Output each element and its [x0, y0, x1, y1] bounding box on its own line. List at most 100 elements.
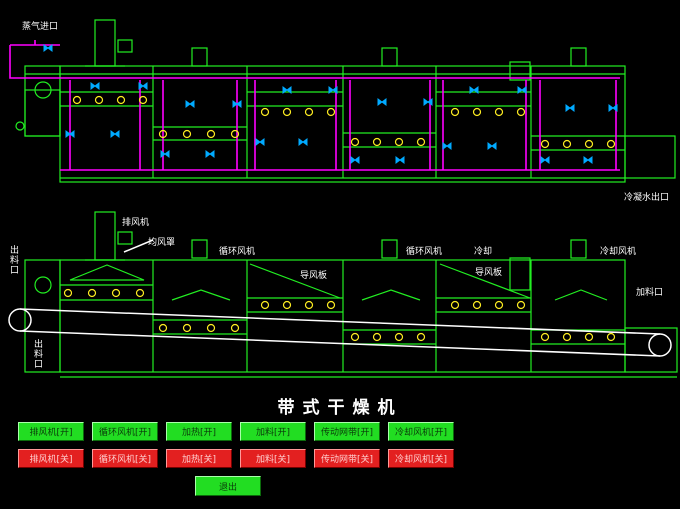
heater-coil-icon	[606, 139, 616, 149]
page-title: 带式干燥机	[277, 398, 403, 418]
heater-coils	[72, 95, 616, 149]
heater-coil-icon	[540, 332, 550, 342]
heater-coil-icon	[472, 107, 482, 117]
exit-button[interactable]: 退出	[195, 476, 261, 496]
heater-coil-icon	[394, 332, 404, 342]
exhaust-fan-off-button[interactable]: 排风机[关]	[18, 449, 84, 468]
air-plate-label-2: 导风板	[475, 268, 503, 278]
heater-coil-icon	[450, 107, 460, 117]
heater-coil-icon	[584, 332, 594, 342]
valve-icon	[487, 142, 497, 150]
circulation-fan-label-2: 循环风机	[406, 247, 443, 257]
valve-icon	[469, 86, 479, 94]
heater-coil-icon	[230, 323, 240, 333]
heater-coil-icon	[282, 107, 292, 117]
heater-coil-icon	[138, 95, 148, 105]
valve-icon	[442, 142, 452, 150]
discharge-label: 出料口	[10, 246, 20, 276]
outlet-label: 出料口	[34, 340, 44, 370]
cooling-label: 冷却	[474, 247, 493, 257]
heater-coil-icon	[94, 95, 104, 105]
valve-icon	[90, 82, 100, 90]
heater-coil-icon	[472, 300, 482, 310]
heater-coil-icon	[282, 300, 292, 310]
heater-coil-icon	[516, 107, 526, 117]
valve-icon	[350, 156, 360, 164]
valve-icon	[583, 156, 593, 164]
heater-coil-icon	[158, 323, 168, 333]
valve-icon	[110, 130, 120, 138]
circulation-fan-off-button[interactable]: 循环风机[关]	[92, 449, 158, 468]
cooling-fan-label: 冷却风机	[600, 247, 637, 257]
valves	[43, 44, 618, 164]
heater-coil-icon	[394, 137, 404, 147]
valve-icon	[565, 104, 575, 112]
valve-icon	[328, 86, 338, 94]
heater-coil-icon	[182, 323, 192, 333]
valve-icon	[138, 82, 148, 90]
heater-coil-icon	[494, 107, 504, 117]
feeding-on-button[interactable]: 加料[开]	[240, 422, 306, 441]
conveyor-belt-off-button[interactable]: 传动网带[关]	[314, 449, 380, 468]
circulation-fan-on-button[interactable]: 循环风机[开]	[92, 422, 158, 441]
valve-icon	[377, 98, 387, 106]
heating-on-button[interactable]: 加热[开]	[166, 422, 232, 441]
heater-coil-icon	[326, 107, 336, 117]
steam-pipes	[9, 40, 620, 171]
heater-coil-icon	[72, 95, 82, 105]
valve-icon	[255, 138, 265, 146]
valve-icon	[282, 86, 292, 94]
heater-coil-icon	[158, 129, 168, 139]
heater-coil-icon	[230, 129, 240, 139]
valve-icon	[423, 98, 433, 106]
heater-coil-icon	[562, 332, 572, 342]
bottom-section-diagram	[24, 211, 678, 378]
valve-icon	[540, 156, 550, 164]
heater-coil-icon	[326, 300, 336, 310]
valve-icon	[205, 150, 215, 158]
heater-coil-icon	[372, 332, 382, 342]
heater-coil-icon	[584, 139, 594, 149]
valve-icon	[232, 100, 242, 108]
air-plate-label-1: 导风板	[300, 271, 328, 281]
valve-icon	[395, 156, 405, 164]
heater-coil-icon	[111, 288, 121, 298]
feed-label: 加料口	[636, 288, 664, 298]
feeding-off-button[interactable]: 加料[关]	[240, 449, 306, 468]
heater-coils-bottom	[63, 288, 616, 342]
air-hood-label: 均风罩	[148, 238, 176, 248]
steam-inlet-label: 蒸气进口	[22, 22, 59, 32]
heater-coil-icon	[304, 107, 314, 117]
cooling-water-outlet-label: 冷凝水出口	[624, 193, 670, 203]
heater-coil-icon	[87, 288, 97, 298]
circulation-fan-label-1: 循环风机	[219, 247, 256, 257]
conveyor-belt	[8, 239, 672, 357]
heater-coil-icon	[260, 300, 270, 310]
heater-coil-icon	[182, 129, 192, 139]
heater-coil-icon	[260, 107, 270, 117]
heater-coil-icon	[63, 288, 73, 298]
top-piping-diagram	[15, 19, 676, 183]
exhaust-fan-on-button[interactable]: 排风机[开]	[18, 422, 84, 441]
heater-coil-icon	[540, 139, 550, 149]
valve-icon	[517, 86, 527, 94]
valve-icon	[160, 150, 170, 158]
valve-icon	[65, 130, 75, 138]
valve-icon	[298, 138, 308, 146]
cooling-fan-on-button[interactable]: 冷却风机[开]	[388, 422, 454, 441]
cooling-fan-off-button[interactable]: 冷却风机[关]	[388, 449, 454, 468]
heater-coil-icon	[135, 288, 145, 298]
heater-coil-icon	[494, 300, 504, 310]
heater-coil-icon	[206, 129, 216, 139]
heater-coil-icon	[206, 323, 216, 333]
heating-off-button[interactable]: 加热[关]	[166, 449, 232, 468]
heater-coil-icon	[450, 300, 460, 310]
exhaust-fan-label: 排风机	[122, 218, 150, 228]
heater-coil-icon	[416, 332, 426, 342]
heater-coil-icon	[304, 300, 314, 310]
conveyor-belt-on-button[interactable]: 传动网带[开]	[314, 422, 380, 441]
heater-coil-icon	[416, 137, 426, 147]
heater-coil-icon	[350, 332, 360, 342]
valve-icon	[185, 100, 195, 108]
